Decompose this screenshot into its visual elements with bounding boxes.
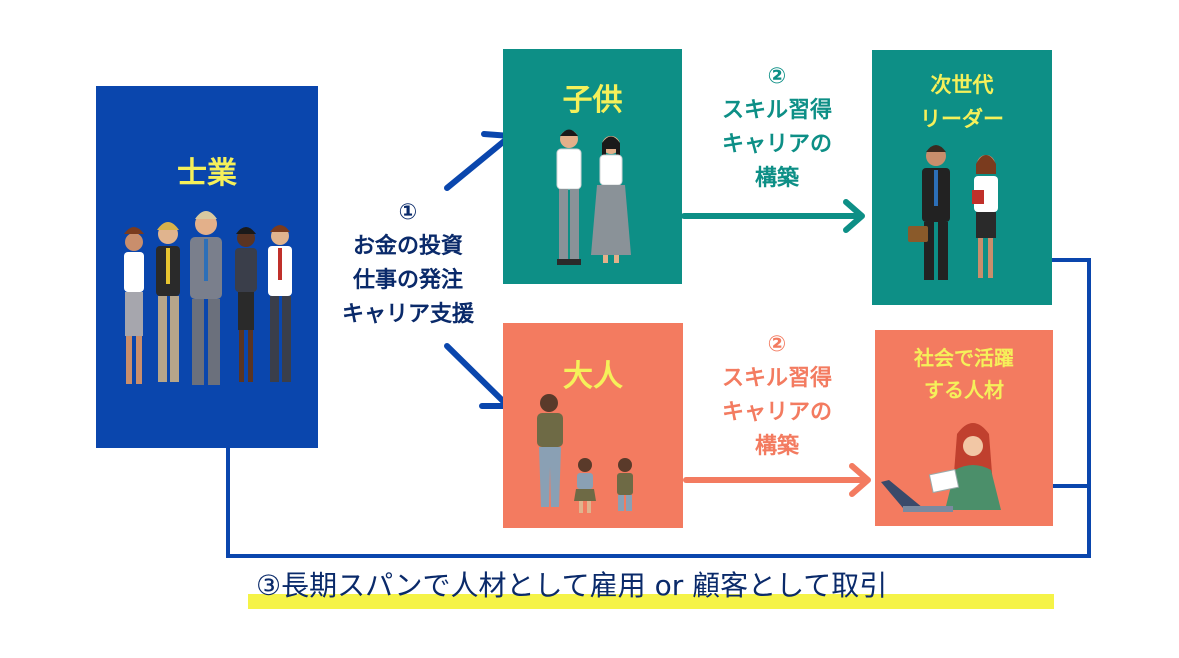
woman-working-at-laptop-illustration [881, 423, 1001, 512]
box-otona: 大人 [503, 323, 683, 528]
box-leader: 次世代 リーダー [872, 50, 1052, 305]
box-shakai-title: 社会で活躍 する人材 [914, 346, 1014, 402]
business-leaders-illustration [908, 145, 998, 280]
arrow-to-shakai [683, 463, 871, 497]
box-shigyo: 士業 [96, 86, 318, 448]
business-people-group-illustration [124, 211, 292, 385]
mother-and-children-illustration [537, 394, 633, 513]
students-illustration [556, 129, 631, 265]
arrow-to-otona [444, 343, 511, 409]
step2-bottom-label: ② スキル習得 キャリアの 構築 [721, 332, 832, 459]
arrow-to-kodomo [444, 131, 513, 191]
highlight-bar [248, 594, 1054, 609]
arrow-to-leader [681, 199, 865, 233]
step2-top-label: ② スキル習得 キャリアの 構築 [721, 64, 832, 191]
box-shigyo-title: 士業 [177, 156, 237, 191]
return-loop-line [226, 258, 1091, 558]
box-otona-title: 大人 [563, 359, 623, 394]
step3-label: ③長期スパンで人材として雇用 or 顧客として取引 [256, 569, 888, 602]
box-leader-title: 次世代 リーダー [920, 73, 1004, 131]
step1-label: ① お金の投資 仕事の発注 キャリア支援 [341, 200, 474, 327]
box-kodomo: 子供 [503, 49, 682, 284]
box-kodomo-title: 子供 [562, 83, 623, 118]
box-shakai: 社会で活躍 する人材 [875, 330, 1053, 526]
